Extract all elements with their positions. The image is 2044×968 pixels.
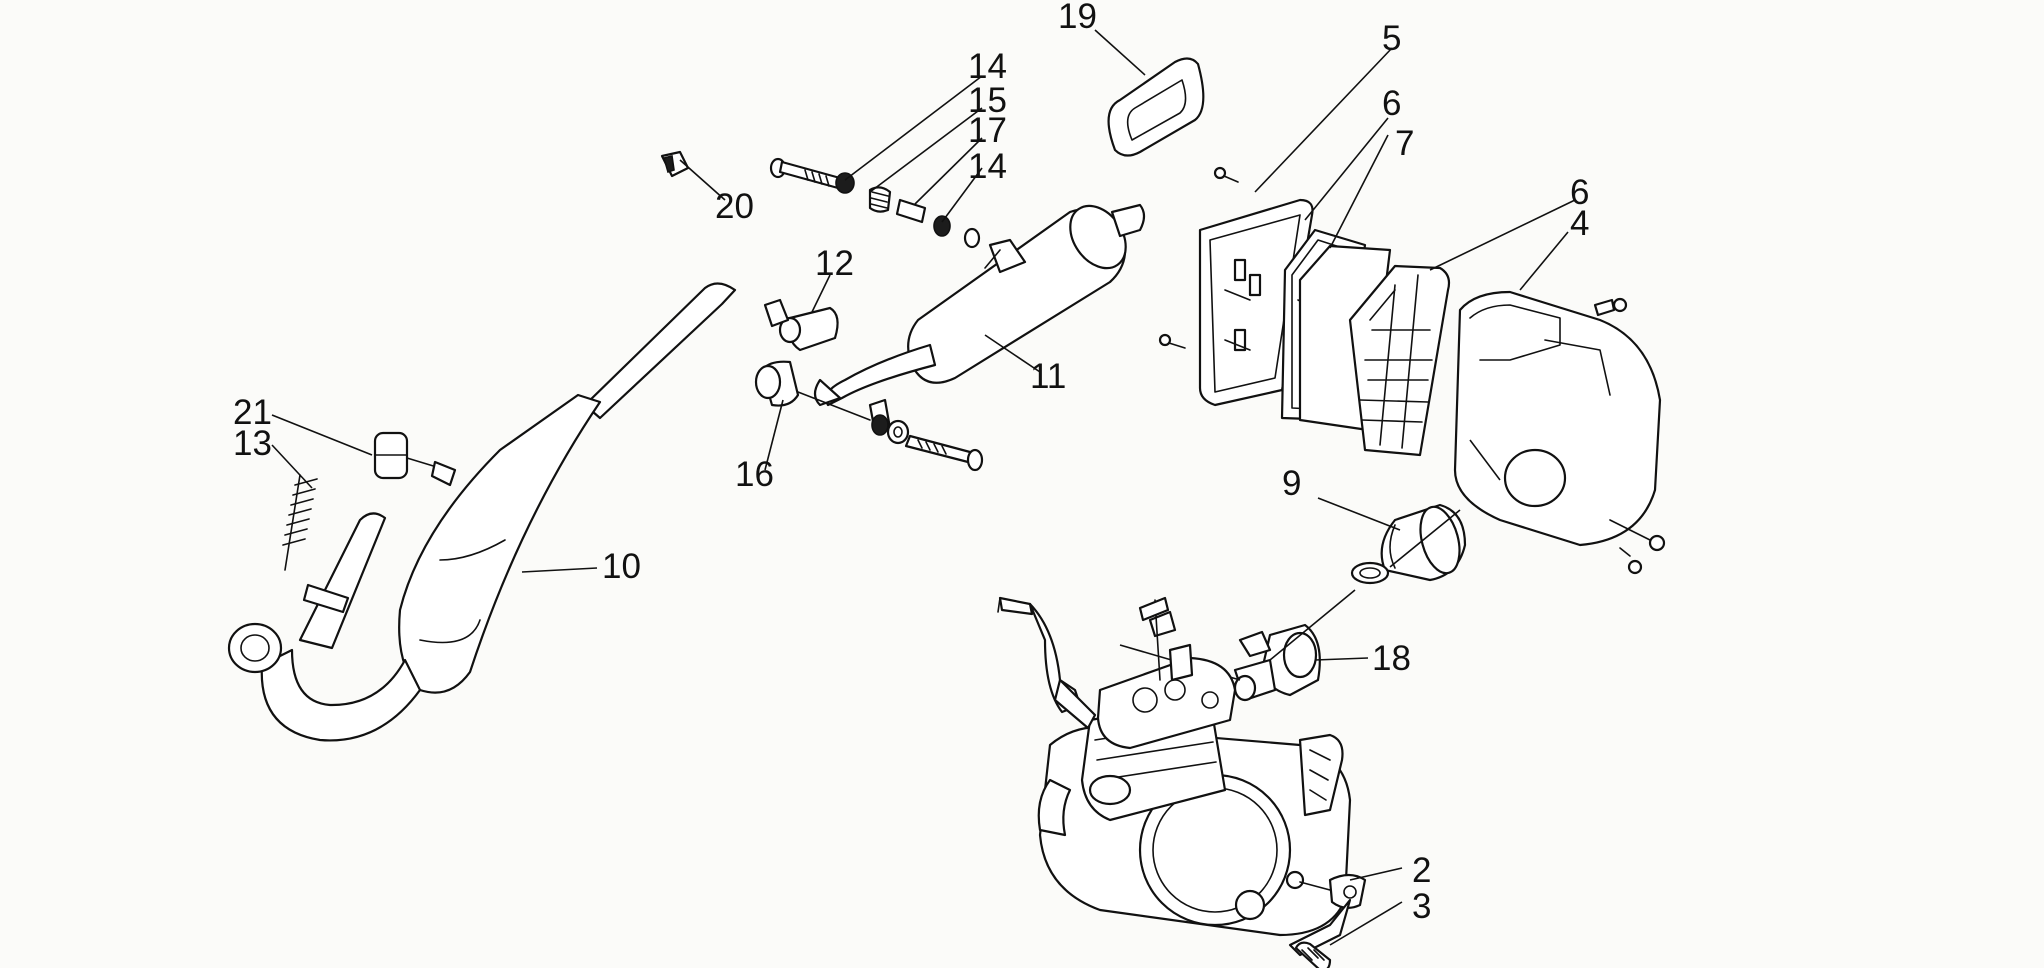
- spring-part: [282, 474, 318, 571]
- callout-5: 5: [1382, 19, 1401, 58]
- callout-labels: 19 5 6 7 6 4 14 15 17 14 20 12 11 16 21 …: [233, 0, 1589, 926]
- callout-10: 10: [602, 547, 641, 586]
- callout-16: 16: [735, 455, 774, 494]
- gear-shift-lever-part: [1285, 870, 1367, 968]
- carburetor-part: [1233, 623, 1321, 702]
- callout-21: 21: [233, 393, 272, 432]
- pipe-sleeve-part: [763, 298, 839, 352]
- callout-2: 2: [1412, 851, 1431, 890]
- airbox-cover-part: [1453, 290, 1662, 547]
- intake-sleeve-part: [1380, 503, 1467, 582]
- exhaust-expansion-chamber-part: [227, 282, 737, 742]
- reed-screws: [1158, 166, 1239, 349]
- callout-20: 20: [715, 187, 754, 226]
- callout-4: 4: [1570, 204, 1589, 243]
- callout-14-lower: 14: [968, 147, 1007, 186]
- leader-lines: [271, 29, 1576, 946]
- hose-clamp-part: [1350, 561, 1390, 585]
- callout-13: 13: [233, 424, 272, 463]
- callout-18: 18: [1372, 639, 1411, 678]
- callout-6-lower: 6: [1570, 173, 1589, 212]
- callout-3: 3: [1412, 887, 1431, 926]
- callout-17: 17: [968, 111, 1007, 150]
- reed-grid-part: [1348, 264, 1451, 457]
- callout-15: 15: [968, 81, 1007, 120]
- engine-block-part: [1037, 596, 1352, 937]
- callout-11: 11: [1030, 357, 1066, 396]
- callout-6-upper: 6: [1382, 84, 1401, 123]
- callout-12: 12: [815, 244, 854, 283]
- callout-14-upper: 14: [968, 47, 1007, 86]
- kickstart-lever-part: [997, 596, 1097, 730]
- mounting-bolt-upper: [769, 157, 981, 249]
- callout-7: 7: [1395, 124, 1414, 163]
- gasket-part: [1107, 57, 1205, 157]
- callout-9: 9: [1282, 464, 1301, 503]
- cover-screws: [1609, 519, 1666, 575]
- rubber-mount-part: [373, 431, 457, 487]
- callout-19: 19: [1058, 0, 1097, 36]
- mounting-bolt-lower: [871, 414, 984, 472]
- rubber-bushing-part: [754, 360, 871, 421]
- silencer-muffler-part: [813, 203, 1146, 434]
